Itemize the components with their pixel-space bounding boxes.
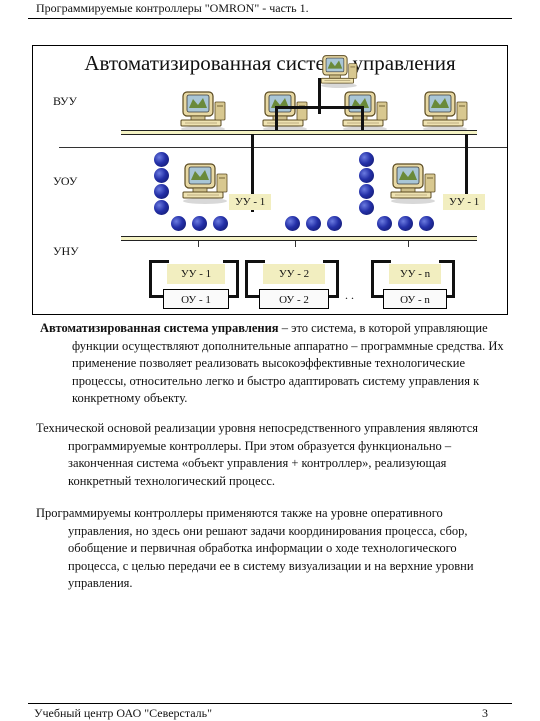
level-label-unu: УНУ [53, 244, 79, 258]
body-text-2: Технической основой реализации уровня не… [36, 420, 510, 490]
computer-icon [261, 90, 309, 132]
device-dot-icon [306, 216, 321, 231]
device-dot-icon [359, 200, 374, 215]
header-title: Программируемые контроллеры "OMRON" - ча… [36, 1, 309, 15]
level-label-uou: УОУ [53, 174, 78, 188]
device-dot-icon [327, 216, 342, 231]
paragraph-1: Автоматизированная система управления – … [36, 320, 510, 408]
loop-bracket [149, 260, 169, 298]
computer-icon [181, 162, 229, 204]
device-dot-icon [419, 216, 434, 231]
device-dot-icon [154, 184, 169, 199]
footer-divider [28, 703, 512, 704]
device-dot-icon [285, 216, 300, 231]
paragraph-2: Технической основой реализации уровня не… [36, 421, 479, 488]
device-dot-icon [154, 200, 169, 215]
device-dot-icon [359, 152, 374, 167]
device-dot-icon [154, 168, 169, 183]
connector-line [275, 106, 278, 132]
device-dot-icon [154, 152, 169, 167]
device-dot-icon [359, 184, 374, 199]
connector-tick [198, 241, 199, 247]
loop-bracket [371, 260, 391, 298]
device-dot-icon [359, 168, 374, 183]
device-dot-icon [171, 216, 186, 231]
paragraph-1-text: – это система, в которой управляющие фун… [72, 321, 504, 406]
device-dot-icon [213, 216, 228, 231]
footer-org: Учебный центр ОАО "Северсталь" [34, 706, 213, 720]
computer-icon [389, 162, 437, 204]
device-dot-icon [398, 216, 413, 231]
uu-tag-1: УУ - 1 [229, 194, 272, 210]
level-divider [59, 147, 507, 148]
computer-icon [341, 90, 389, 132]
page-header: Программируемые контроллеры "OMRON" - ча… [28, 0, 512, 19]
bus-top [121, 130, 477, 135]
device-dot-icon [377, 216, 392, 231]
diagram-title: Автоматизированная система управления [84, 51, 456, 75]
loop-bracket [323, 260, 339, 298]
connector-line [465, 134, 468, 200]
page-number: 3 [482, 706, 488, 720]
computer-icon [421, 90, 469, 132]
computer-icon [319, 54, 359, 88]
object-unit-1: ОУ - 1 [163, 289, 229, 309]
object-unit-2: ОУ - 2 [259, 289, 329, 309]
control-unit-n: УУ - n [389, 264, 441, 284]
connector-tick [408, 241, 409, 247]
loop-bracket [245, 260, 265, 298]
object-unit-n: ОУ - n [383, 289, 447, 309]
control-unit-2: УУ - 2 [263, 264, 325, 284]
body-text: Автоматизированная система управления – … [36, 320, 510, 408]
device-dot-icon [192, 216, 207, 231]
loop-bracket [439, 260, 455, 298]
ellipsis: . . [345, 288, 354, 302]
asu-diagram: Автоматизированная система управления ВУ… [32, 45, 508, 315]
paragraph-3: Программируемы контроллеры применяются т… [36, 506, 474, 591]
term-asu: Автоматизированная система управления [40, 321, 279, 335]
control-unit-1: УУ - 1 [167, 264, 225, 284]
level-label-vuu: ВУУ [53, 94, 78, 108]
uu-tag-2: УУ - 1 [443, 194, 486, 210]
body-text-3: Программируемы контроллеры применяются т… [36, 505, 510, 593]
connector-line [361, 106, 364, 132]
bus-bottom [121, 236, 477, 241]
connector-line [275, 106, 363, 109]
connector-tick [295, 241, 296, 247]
computer-icon [179, 90, 227, 132]
connector-line [251, 134, 254, 212]
loop-bracket [223, 260, 239, 298]
connector-line [318, 78, 321, 114]
